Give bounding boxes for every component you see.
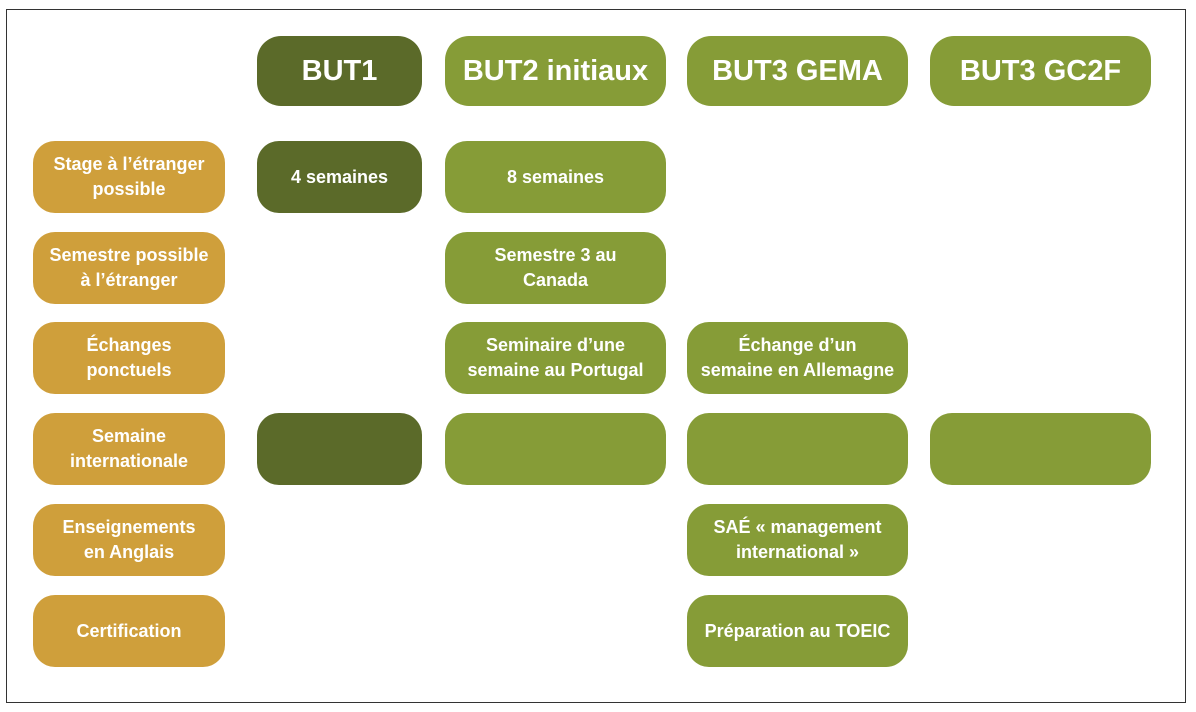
column-header-but2-initiaux: BUT2 initiaux	[445, 36, 666, 106]
cell-semaine-but1	[257, 413, 422, 485]
column-header-but1: BUT1	[257, 36, 422, 106]
cell-stage-but2: 8 semaines	[445, 141, 666, 213]
cell-semaine-gc2f	[930, 413, 1151, 485]
cell-semaine-gema	[687, 413, 908, 485]
column-header-but3-gc2f: BUT3 GC2F	[930, 36, 1151, 106]
row-label-certification: Certification	[33, 595, 225, 667]
cell-semaine-but2	[445, 413, 666, 485]
cell-stage-but1: 4 semaines	[257, 141, 422, 213]
diagram-frame	[6, 9, 1186, 703]
cell-certification-gema: Préparation au TOEIC	[687, 595, 908, 667]
column-header-but3-gema: BUT3 GEMA	[687, 36, 908, 106]
